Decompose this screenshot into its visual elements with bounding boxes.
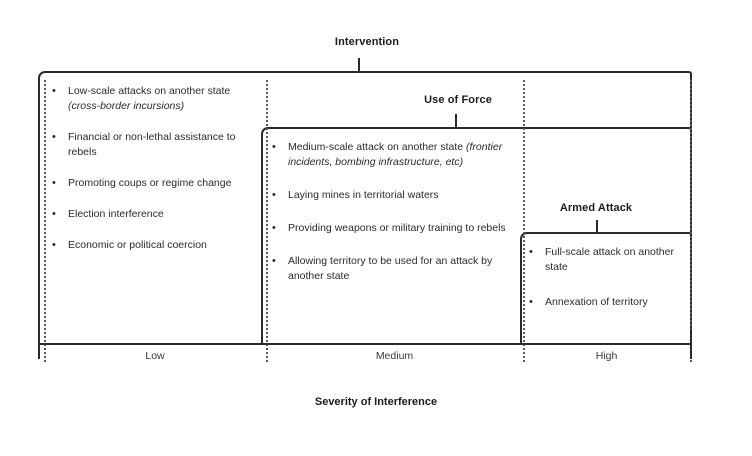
bullet-icon: • (272, 222, 276, 234)
list-item: • Promoting coups or regime change (52, 176, 264, 191)
list-item-text: Medium-scale attack on another state (fr… (288, 141, 503, 168)
axis-tick-label-medium: Medium (375, 350, 414, 362)
bullet-icon: • (272, 141, 276, 153)
list-item: • Low-scale attacks on another state (cr… (52, 84, 264, 114)
list-item-text: Full-scale attack on another state (545, 246, 674, 273)
list-item-text: Economic or political coercion (68, 239, 207, 251)
tier-label-use-of-force-text: Use of Force (424, 94, 492, 106)
list-item-text: Election interference (68, 208, 164, 220)
list-item-text: Promoting coups or regime change (68, 177, 232, 189)
column-divider-right (690, 80, 692, 362)
list-item-text: Financial or non-lethal assistance to re… (68, 131, 236, 158)
bullet-icon: • (272, 255, 276, 267)
bullet-icon: • (52, 239, 56, 251)
list-item: • Annexation of territory (529, 295, 689, 310)
bullet-icon: • (52, 85, 56, 97)
tier-label-armed-attack-text: Armed Attack (559, 202, 633, 214)
list-item: • Providing weapons or military training… (272, 221, 520, 236)
column-medium: • Medium-scale attack on another state (… (272, 140, 520, 302)
tier-tick-intervention (358, 58, 360, 72)
severity-axis-end-left (38, 329, 40, 359)
bullet-icon: • (529, 296, 533, 308)
column-divider-left (44, 80, 46, 362)
tier-tick-use-of-force (455, 114, 457, 128)
bullet-icon: • (52, 208, 56, 220)
list-item: • Election interference (52, 207, 264, 222)
list-item-text: Annexation of territory (545, 296, 648, 308)
column-low: • Low-scale attacks on another state (cr… (52, 84, 264, 269)
column-high: • Full-scale attack on another state • A… (529, 245, 689, 330)
tier-label-intervention: Intervention (0, 36, 752, 48)
axis-tick-label-high: High (595, 350, 618, 362)
bullet-icon: • (52, 131, 56, 143)
severity-axis-line (38, 343, 692, 345)
list-item: • Medium-scale attack on another state (… (272, 140, 520, 170)
list-item: • Laying mines in territorial waters (272, 188, 520, 203)
list-item: • Allowing territory to be used for an a… (272, 254, 520, 284)
list-item-text: Low-scale attacks on another state (cros… (68, 85, 231, 112)
bullet-icon: • (272, 189, 276, 201)
tier-label-use-of-force: Use of Force (398, 94, 518, 106)
list-item-text: Laying mines in territorial waters (288, 189, 439, 201)
tier-label-armed-attack: Armed Attack (520, 202, 672, 214)
list-item: • Financial or non-lethal assistance to … (52, 130, 264, 160)
list-item: • Economic or political coercion (52, 238, 264, 253)
tier-tick-armed-attack (596, 220, 598, 233)
tier-label-intervention-text: Intervention (334, 36, 400, 48)
column-divider-low-medium (266, 80, 268, 362)
axis-tick-label-low: Low (145, 350, 165, 362)
list-item: • Full-scale attack on another state (529, 245, 689, 275)
list-item-text: Allowing territory to be used for an att… (288, 255, 493, 282)
list-item-text: Providing weapons or military training t… (288, 222, 506, 234)
axis-title: Severity of Interference (314, 396, 438, 408)
column-divider-medium-high (523, 80, 525, 362)
bullet-icon: • (529, 246, 533, 258)
bullet-icon: • (52, 177, 56, 189)
severity-axis-end-right (690, 329, 692, 359)
